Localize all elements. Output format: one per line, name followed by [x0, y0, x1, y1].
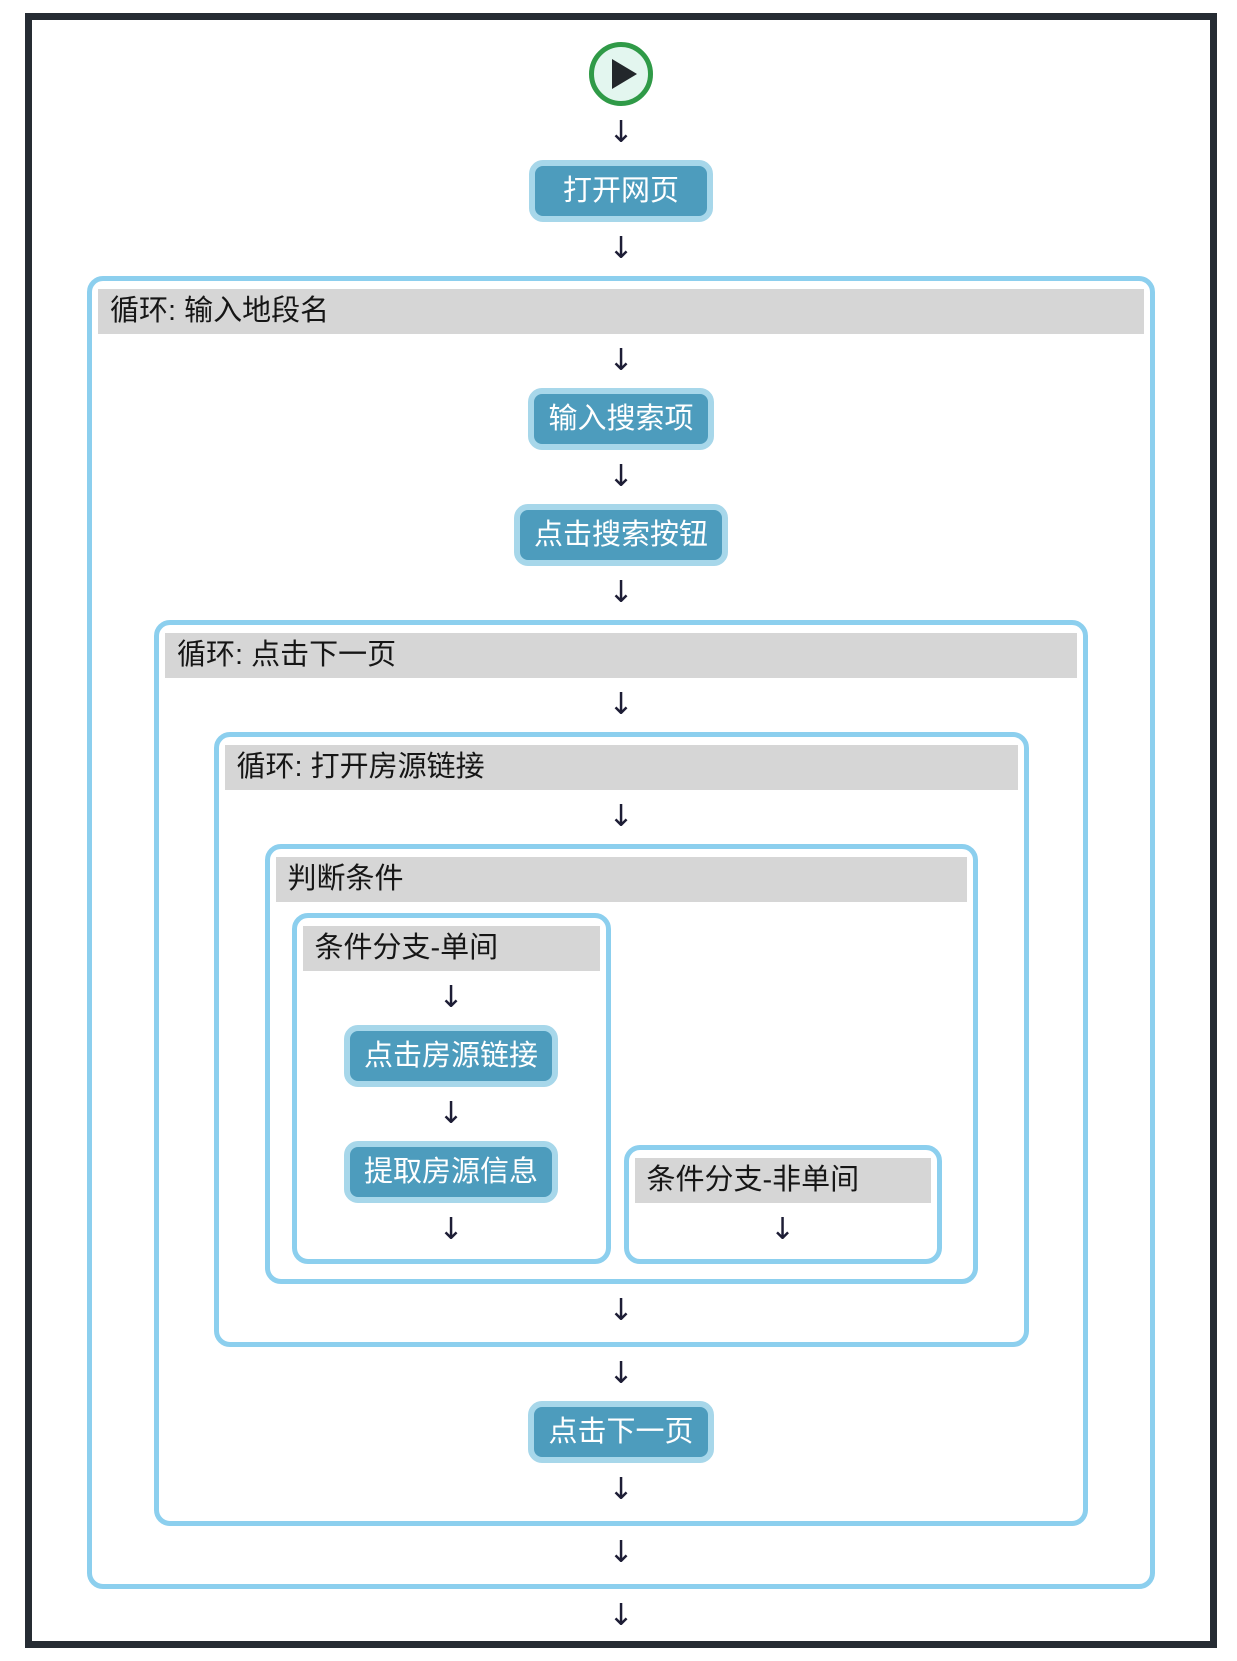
step-extract-listing-info[interactable]: 提取房源信息 [343, 1141, 558, 1203]
arrow-down-icon: ↓ [608, 1293, 634, 1328]
arrow-down-icon: ↓ [608, 687, 634, 722]
flowchart-canvas: ↓ 打开网页 ↓ 循环: 输入地段名 ↓ 输入搜索项 ↓ 点击搜索按钮 ↓ 循环… [25, 13, 1217, 1648]
arrow-down-icon: ↓ [608, 231, 634, 266]
condition-branches-row: 条件分支-单间 ↓ 点击房源链接 ↓ 提取房源信息 ↓ 条件分支-非单间 ↓ [291, 913, 942, 1264]
step-open-webpage[interactable]: 打开网页 [529, 160, 713, 222]
end-node[interactable] [589, 1643, 653, 1648]
arrow-down-icon: ↓ [608, 1598, 634, 1633]
play-icon [612, 59, 637, 89]
step-click-search[interactable]: 点击搜索按钮 [513, 504, 728, 566]
arrow-down-icon: ↓ [608, 343, 634, 378]
arrow-down-icon: ↓ [608, 1356, 634, 1391]
branch-box-single-room: 条件分支-单间 ↓ 点击房源链接 ↓ 提取房源信息 ↓ [291, 913, 611, 1264]
loop-box-open-listing: 循环: 打开房源链接 ↓ 判断条件 条件分支-单间 ↓ 点击房源链接 ↓ 提取房… [213, 732, 1029, 1347]
arrow-down-icon: ↓ [438, 980, 464, 1015]
step-click-listing-link[interactable]: 点击房源链接 [343, 1025, 558, 1087]
step-click-next-page[interactable]: 点击下一页 [528, 1401, 714, 1463]
branch-box-not-single-room: 条件分支-非单间 ↓ [623, 1145, 942, 1264]
start-node[interactable] [589, 42, 653, 106]
loop-header-click-next-page[interactable]: 循环: 点击下一页 [165, 633, 1077, 678]
loop-box-click-next-page: 循环: 点击下一页 ↓ 循环: 打开房源链接 ↓ 判断条件 条件分支-单间 ↓ … [154, 620, 1088, 1526]
loop-box-input-location: 循环: 输入地段名 ↓ 输入搜索项 ↓ 点击搜索按钮 ↓ 循环: 点击下一页 ↓… [87, 276, 1155, 1589]
loop-header-input-location[interactable]: 循环: 输入地段名 [98, 289, 1144, 334]
arrow-down-icon: ↓ [438, 1212, 464, 1247]
condition-header[interactable]: 判断条件 [275, 857, 967, 902]
arrow-down-icon: ↓ [608, 115, 634, 150]
arrow-down-icon: ↓ [608, 1535, 634, 1570]
step-input-search[interactable]: 输入搜索项 [528, 388, 714, 450]
arrow-down-icon: ↓ [608, 799, 634, 834]
branch-header-single-room[interactable]: 条件分支-单间 [302, 926, 600, 971]
arrow-down-icon: ↓ [438, 1096, 464, 1131]
arrow-down-icon: ↓ [608, 459, 634, 494]
arrow-down-icon: ↓ [608, 575, 634, 610]
condition-box: 判断条件 条件分支-单间 ↓ 点击房源链接 ↓ 提取房源信息 ↓ [264, 844, 978, 1284]
branch-header-not-single-room[interactable]: 条件分支-非单间 [634, 1158, 931, 1203]
arrow-down-icon: ↓ [608, 1472, 634, 1507]
arrow-down-icon: ↓ [769, 1212, 796, 1247]
main-flow-column: ↓ 打开网页 ↓ 循环: 输入地段名 ↓ 输入搜索项 ↓ 点击搜索按钮 ↓ 循环… [32, 20, 1210, 1648]
loop-header-open-listing[interactable]: 循环: 打开房源链接 [224, 745, 1018, 790]
